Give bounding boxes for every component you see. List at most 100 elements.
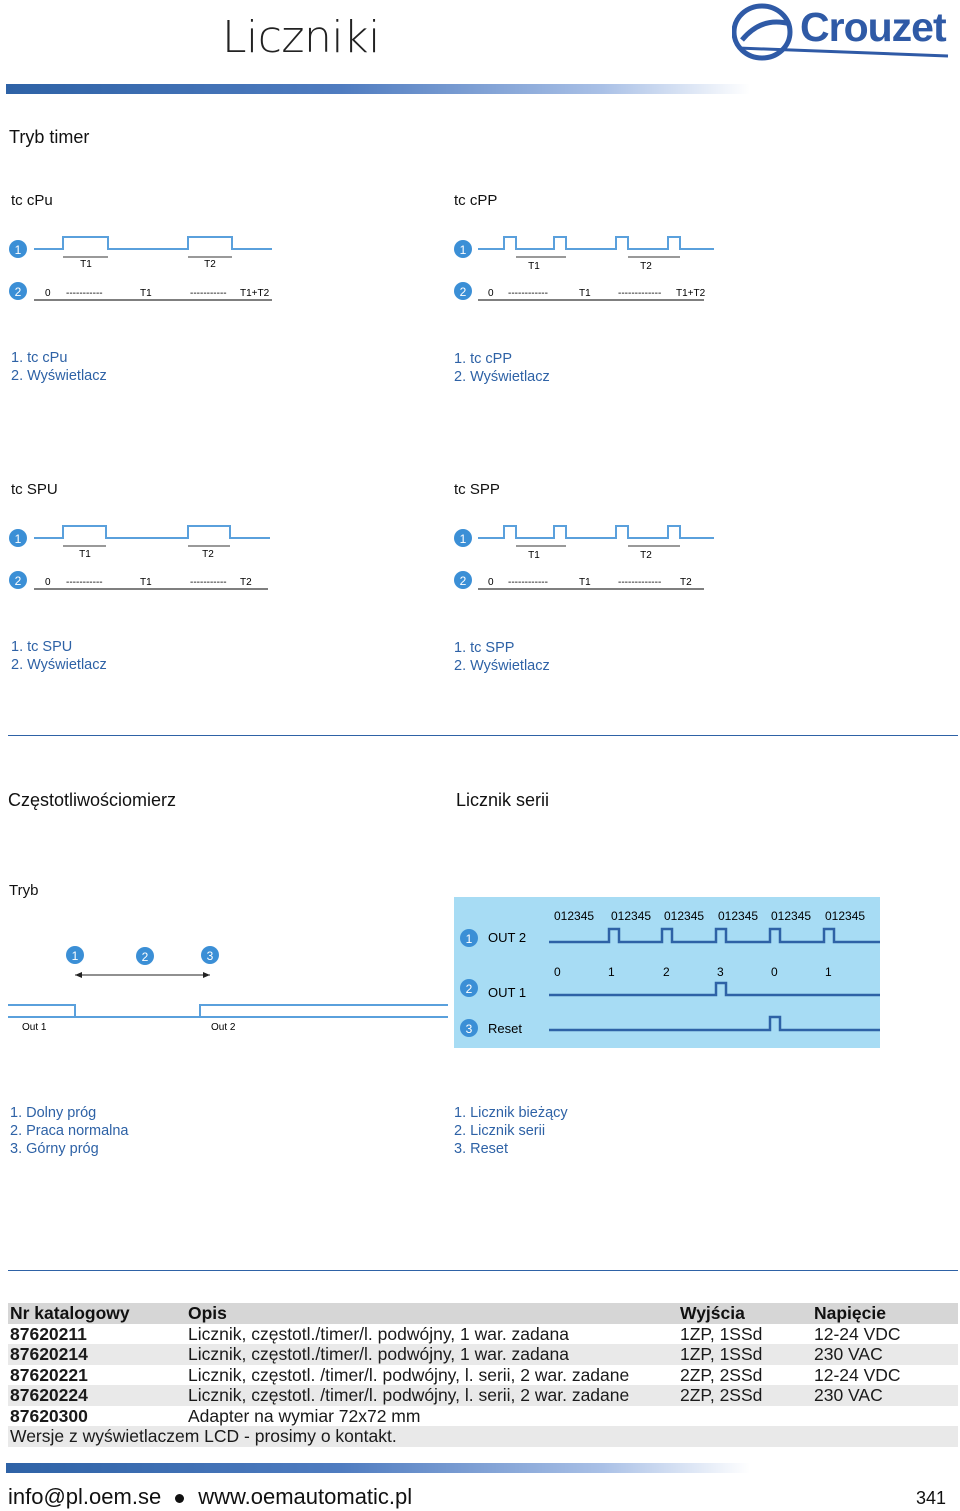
diagram-captions: 1. tc cPP 2. Wyświetlacz bbox=[454, 350, 550, 386]
timing-diagram-cpp: 1 T1 T2 2 0 ------------ T1 ------------… bbox=[454, 236, 714, 301]
crouzet-logo bbox=[732, 3, 949, 61]
header-description: Opis bbox=[188, 1303, 227, 1323]
display-0: 0 bbox=[45, 288, 51, 299]
badge-2 bbox=[454, 282, 472, 300]
svg-text:1: 1 bbox=[72, 949, 79, 963]
page-number: 341 bbox=[916, 1488, 947, 1508]
badge-2-label: 2 bbox=[15, 285, 22, 299]
diagram-captions: 1. tc cPu 2. Wyświetlacz bbox=[11, 349, 107, 385]
diagram-title: tc SPP bbox=[454, 481, 500, 498]
caption: 1. Dolny próg bbox=[10, 1105, 97, 1121]
out2-signal bbox=[549, 927, 880, 944]
logo-swoosh-icon bbox=[732, 3, 949, 61]
table-row: 87620300 Adapter na wymiar 72x72 mm bbox=[10, 1405, 421, 1426]
svg-text:2: 2 bbox=[466, 982, 473, 996]
svg-text:-----------: ----------- bbox=[66, 577, 103, 588]
svg-text:T2: T2 bbox=[680, 577, 692, 588]
badge-1-label: 1 bbox=[15, 243, 22, 257]
section-title-frequency: Częstotliwościomierz bbox=[8, 790, 177, 810]
out2-signal bbox=[8, 1004, 448, 1018]
badge-3 bbox=[201, 946, 219, 964]
table-header: Nr katalogowy Opis Wyjścia Napięcie bbox=[8, 1303, 958, 1324]
out1-signal bbox=[8, 1004, 448, 1018]
caption: 1. tc cPP bbox=[454, 351, 513, 367]
display-dash: ------------- bbox=[618, 288, 661, 299]
svg-text:2: 2 bbox=[142, 950, 149, 964]
t1-label: T1 bbox=[528, 261, 540, 272]
section-title-batch: Licznik serii bbox=[456, 790, 550, 810]
badge-2-label: 2 bbox=[15, 574, 22, 588]
t2-label: T2 bbox=[204, 259, 216, 270]
caption: 2. Licznik serii bbox=[454, 1123, 546, 1139]
website-link[interactable]: www.oemautomatic.pl bbox=[198, 1484, 413, 1509]
footer-contact: info@pl.oem.se www.oemautomatic.pl bbox=[8, 1484, 412, 1510]
svg-text:-----------: ----------- bbox=[190, 577, 227, 588]
badge-1 bbox=[454, 240, 472, 258]
display-sum: T1+T2 bbox=[240, 288, 270, 299]
header-outputs: Wyjścia bbox=[680, 1303, 745, 1323]
diagram-captions: 1. tc SPP 2. Wyświetlacz bbox=[454, 639, 550, 675]
caption: 1. tc SPU bbox=[11, 639, 73, 655]
badge-1 bbox=[66, 946, 84, 964]
caption: 2. Wyświetlacz bbox=[454, 369, 550, 385]
count-top: 012345 bbox=[611, 909, 651, 923]
diagram-captions: 1. tc SPU 2. Wyświetlacz bbox=[11, 638, 107, 674]
frequency-mode-diagram: 1 2 3 Out 1 Out 2 bbox=[8, 946, 448, 1033]
header-voltage: Napięcie bbox=[814, 1303, 886, 1323]
caption: 1. tc SPP bbox=[454, 640, 515, 656]
out1-label: Out 1 bbox=[22, 1022, 47, 1033]
caption: 2. Wyświetlacz bbox=[11, 657, 107, 673]
bullet-icon bbox=[175, 1493, 185, 1503]
batch-counter-panel: 012345 012345 012345 012345 012345 01234… bbox=[454, 897, 880, 1048]
table-row: 87620214 Licznik, częstotl./timer/l. pod… bbox=[8, 1344, 958, 1365]
t1-label: T1 bbox=[80, 259, 92, 270]
display-dash: ----------- bbox=[190, 288, 227, 299]
caption: 2. Praca normalna bbox=[10, 1123, 129, 1139]
mode-label: Tryb bbox=[9, 882, 39, 899]
timing-diagram-cpu: 1 T1 T2 2 0 ----------- T1 ----------- T… bbox=[9, 236, 272, 301]
t2-label: T2 bbox=[640, 550, 652, 561]
frequency-captions: 1. Dolny próg 2. Praca normalna 3. Górny… bbox=[10, 1104, 128, 1158]
count-top: 012345 bbox=[825, 909, 865, 923]
section-divider bbox=[8, 1270, 958, 1271]
out1-signal bbox=[549, 981, 880, 997]
table-row: 87620221 Licznik, częstotl. /timer/l. po… bbox=[10, 1364, 901, 1385]
svg-text:T1: T1 bbox=[579, 577, 591, 588]
signal-line bbox=[478, 236, 714, 250]
t1-label: T1 bbox=[79, 549, 91, 560]
panel-background bbox=[454, 897, 880, 1048]
display-dash: ------------ bbox=[508, 288, 548, 299]
caption: 3. Reset bbox=[454, 1141, 508, 1157]
count-mid: 1 bbox=[825, 965, 832, 979]
count-top: 012345 bbox=[664, 909, 704, 923]
out2-label: Out 2 bbox=[211, 1022, 236, 1033]
email-link[interactable]: info@pl.oem.se bbox=[8, 1484, 162, 1509]
badge-2-label: 2 bbox=[460, 285, 467, 299]
diagram-title: tc cPP bbox=[454, 192, 498, 209]
caption: 2. Wyświetlacz bbox=[11, 368, 107, 384]
svg-text:3: 3 bbox=[207, 949, 214, 963]
svg-text:T1: T1 bbox=[140, 577, 152, 588]
svg-text:-------------: ------------- bbox=[618, 577, 661, 588]
t1-label: T1 bbox=[528, 550, 540, 561]
table-note: Wersje z wyświetlaczem LCD - prosimy o k… bbox=[8, 1426, 958, 1447]
footer-bar bbox=[6, 1463, 750, 1473]
count-top: 012345 bbox=[718, 909, 758, 923]
display-t1: T1 bbox=[579, 288, 591, 299]
badge-2 bbox=[9, 282, 27, 300]
page-title: Liczniki bbox=[222, 12, 380, 63]
badge-1-label: 1 bbox=[460, 532, 467, 546]
count-top: 012345 bbox=[554, 909, 594, 923]
count-mid: 3 bbox=[717, 965, 724, 979]
badge-1-label: 1 bbox=[460, 243, 467, 257]
section-divider bbox=[8, 735, 958, 736]
header-catalog: Nr katalogowy bbox=[10, 1303, 130, 1323]
count-mid: 0 bbox=[554, 965, 561, 979]
out2-label: OUT 2 bbox=[488, 930, 526, 945]
svg-text:3: 3 bbox=[466, 1022, 473, 1036]
count-mid: 1 bbox=[608, 965, 615, 979]
svg-text:0: 0 bbox=[488, 577, 494, 588]
timing-diagram-spp: 1 T1 T2 2 0 ------------ T1 ------------… bbox=[454, 525, 714, 590]
header-bar bbox=[6, 84, 750, 94]
svg-text:1: 1 bbox=[466, 932, 473, 946]
